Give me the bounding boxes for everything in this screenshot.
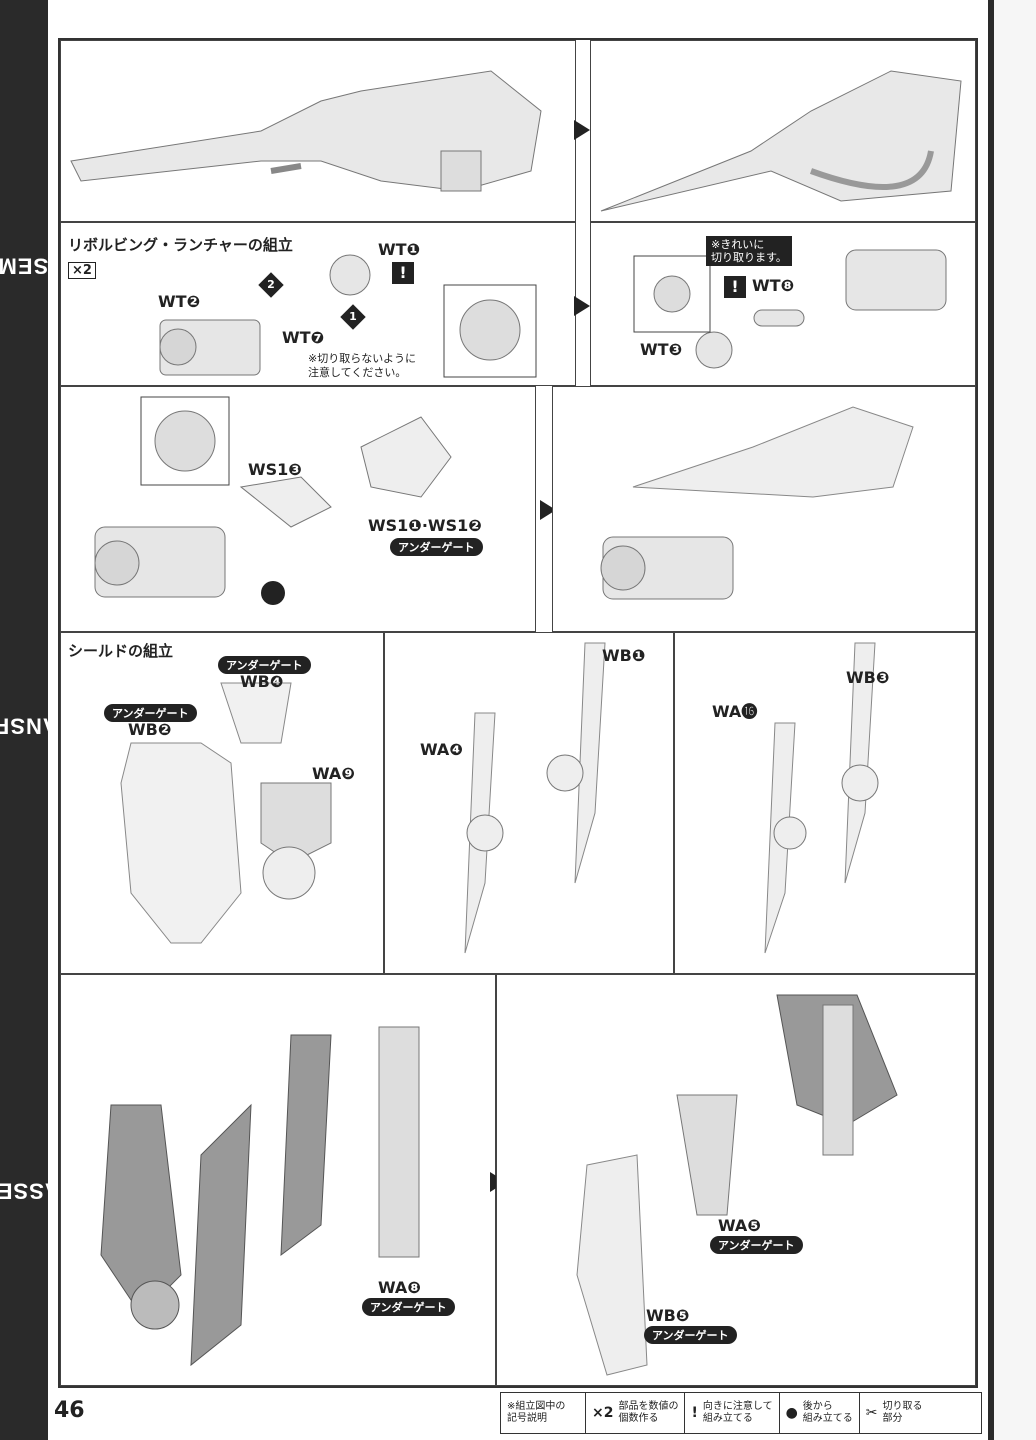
under-gate-badge: アンダーゲート [390,538,483,556]
wb1-illustration [464,642,606,954]
under-gate-badge: アンダーゲート [362,1298,455,1316]
step-1-marker: 1 [340,304,366,330]
rifle-rotate-illustration [600,70,962,212]
ws-assembly-illustration [600,406,914,600]
panel-ws-left [60,386,536,632]
panel-wb1 [384,632,674,974]
note-no-cut: ※切り取らないように注意してください。 [308,352,416,379]
wb3-illustration [764,642,879,954]
shield-title: シールドの組立 [68,642,174,660]
symbol-legend: ※組立図中の 記号説明 ×2 部品を数値の 個数作る ! 向きに注意して 組み立… [500,1392,982,1434]
part-wt1: WT❶ [378,240,421,259]
part-wt8: WT❽ [752,276,795,295]
part-wt2: WT❷ [158,292,201,311]
panel-revolving-right [590,222,976,386]
legend-item-cut: ✂ 切り取る 部分 [865,1401,923,1424]
part-wt7: WT❼ [282,328,325,347]
part-wb3: WB❸ [846,668,890,687]
caution-icon: ! [392,262,414,284]
under-gate-badge: アンダーゲート [104,704,197,722]
panel-rifle-right [590,40,976,222]
sidebar: ASSEMBLE組立 TRANSFORM変身 DISASSEMBLE分解 [0,0,118,1440]
legend-header: ※組立図中の 記号説明 [501,1393,586,1433]
step-arrow [574,120,590,140]
under-gate-badge: アンダーゲート [644,1326,737,1344]
bottom-left-illustration [100,1026,420,1367]
legend-item-multiply: ×2 部品を数値の 個数作る [586,1393,686,1433]
part-wa5: WA❺ [718,1216,761,1235]
panel-wb3 [674,632,976,974]
disassemble-label: DISASSEMBLE分解 [0,1178,118,1203]
x2-badge: ×2 [68,262,96,279]
step-arrow [574,296,590,316]
nipper-icon: ✂ [865,1405,878,1421]
part-wt3: WT❸ [640,340,683,359]
adjacent-page-edge [994,0,1036,1440]
legend-item-orientation: ! 向きに注意して 組み立てる [685,1393,780,1433]
panel-shield [60,632,384,974]
shield-illustration [120,682,332,944]
panel-bottom-right [496,974,976,1386]
ws-illustration [94,396,452,605]
caution-icon: ! [724,276,746,298]
part-wb4: WB❹ [240,672,284,691]
part-wb2: WB❷ [128,720,172,739]
right-edge-strip [988,0,994,1440]
part-wa8: WA❽ [378,1278,421,1297]
note-clean-cut: ※きれいに切り取ります。 [706,236,792,266]
part-wa16: WA⓰ [712,702,758,721]
part-wa9: WA❾ [312,764,355,783]
assemble-label: ASSEMBLE組立 [0,253,98,278]
part-wb1: WB❶ [602,646,646,665]
panel-bottom-left [60,974,496,1386]
under-gate-badge: アンダーゲート [218,656,311,674]
part-wa4: WA❹ [420,740,463,759]
page-number: 46 [54,1398,85,1423]
later-assembly-icon: ● [785,1405,798,1421]
panel-ws-right [552,386,976,632]
part-ws1-ws12: WS1❶·WS1❷ [368,516,482,535]
revolving-title: リボルビング・ランチャーの組立 [68,236,293,254]
panel-rifle-left [60,40,576,222]
part-wb5: WB❺ [646,1306,690,1325]
under-gate-badge: アンダーゲート [710,1236,803,1254]
bottom-right-illustration [576,994,898,1376]
step-2-marker: 2 [258,272,284,298]
rifle-illustration [70,70,542,192]
part-ws13: WS1❸ [248,460,302,479]
legend-item-later: ● 後から 組み立てる [780,1393,860,1433]
exclamation-icon: ! [691,1405,698,1421]
transform-label: TRANSFORM変身 [0,713,108,738]
x2-icon: ×2 [592,1405,614,1421]
